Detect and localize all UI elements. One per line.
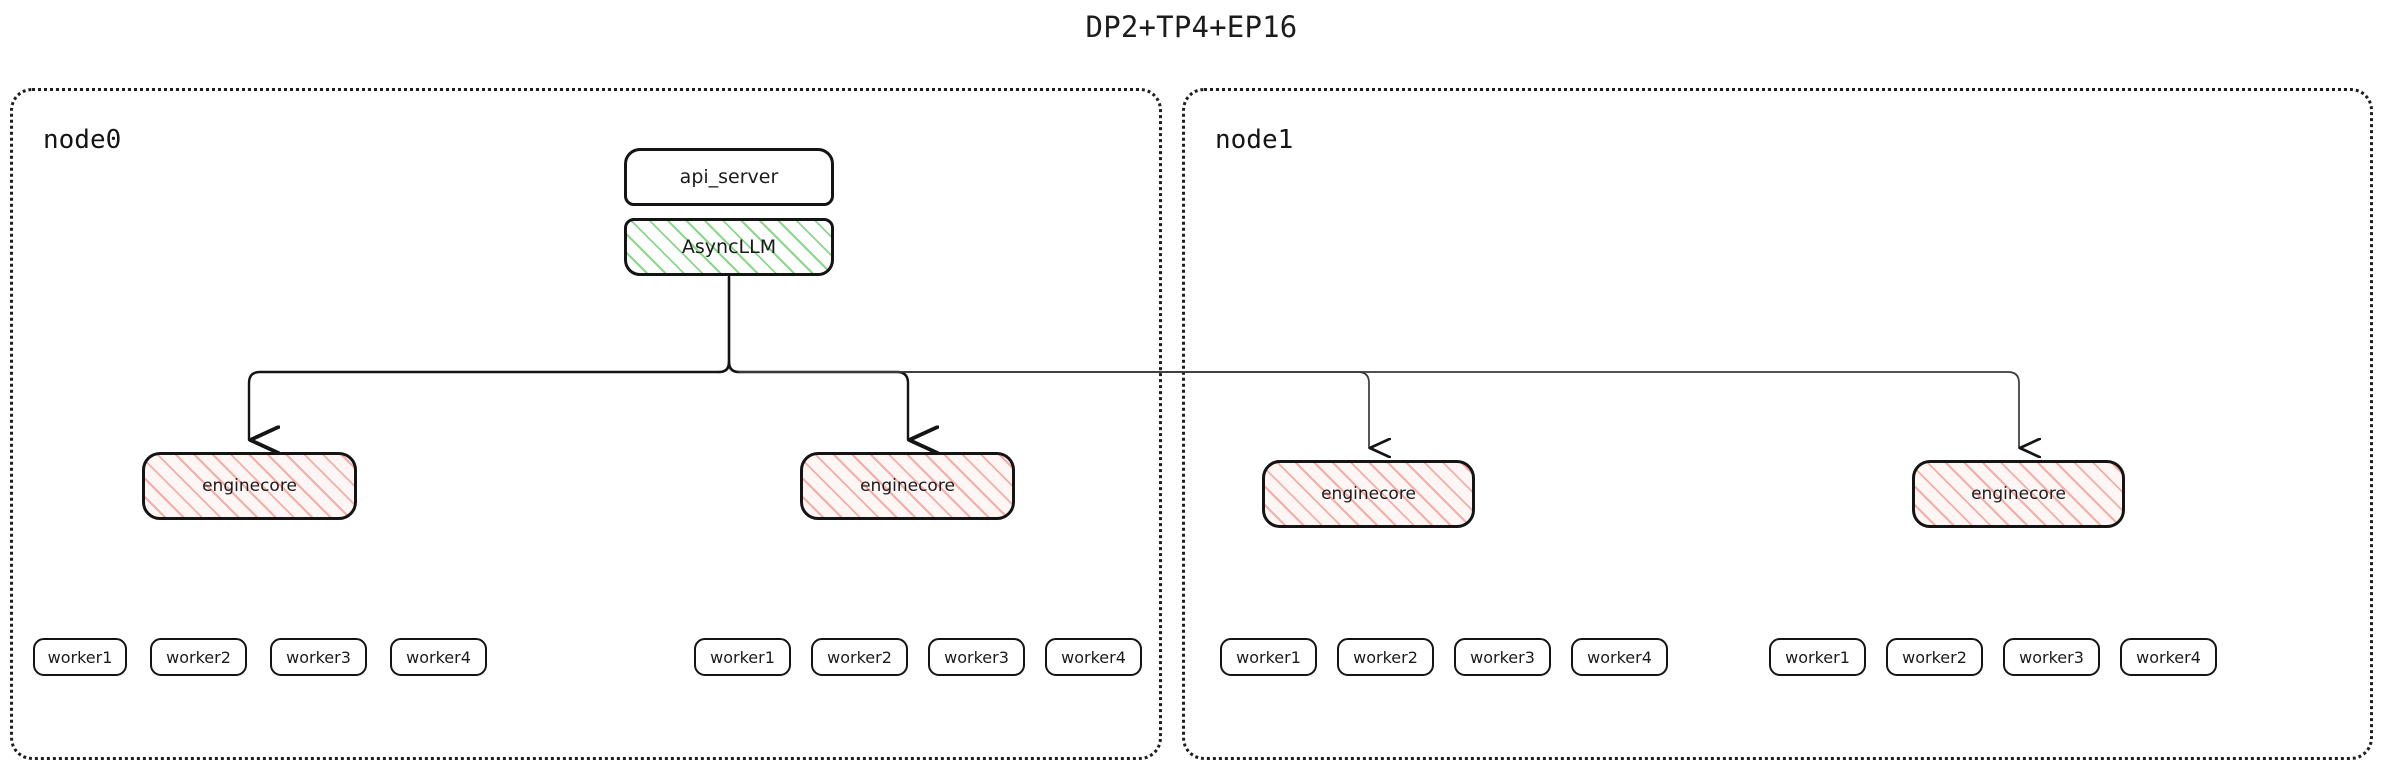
worker-box[interactable]: worker2 [1886, 638, 1983, 676]
worker-label: worker3 [286, 647, 351, 667]
worker-box[interactable]: worker1 [1769, 638, 1866, 676]
enginecore-label: enginecore [202, 476, 297, 496]
worker-box[interactable]: worker3 [1454, 638, 1551, 676]
worker-label: worker2 [1353, 647, 1418, 667]
worker-label: worker2 [1902, 647, 1967, 667]
worker-label: worker1 [1785, 647, 1850, 667]
worker-box[interactable]: worker2 [1337, 638, 1434, 676]
worker-box[interactable]: worker3 [270, 638, 367, 676]
worker-box[interactable]: worker3 [2003, 638, 2100, 676]
node-label-node1: node1 [1215, 125, 1294, 155]
worker-label: worker4 [1061, 647, 1126, 667]
page-title: DP2+TP4+EP16 [1085, 10, 1298, 44]
worker-label: worker3 [2019, 647, 2084, 667]
enginecore-box-node1-0[interactable]: enginecore [1262, 460, 1475, 528]
enginecore-label: enginecore [860, 476, 955, 496]
enginecore-label: enginecore [1321, 484, 1416, 504]
async-llm-label: AsyncLLM [681, 236, 777, 258]
enginecore-label: enginecore [1971, 484, 2066, 504]
worker-label: worker4 [406, 647, 471, 667]
worker-label: worker3 [1470, 647, 1535, 667]
worker-box[interactable]: worker4 [1571, 638, 1668, 676]
worker-label: worker2 [166, 647, 231, 667]
enginecore-box-node0-1[interactable]: enginecore [800, 452, 1015, 520]
api-server-label: api_server [679, 166, 779, 188]
worker-label: worker1 [710, 647, 775, 667]
worker-label: worker1 [1236, 647, 1301, 667]
worker-box[interactable]: worker4 [1045, 638, 1142, 676]
worker-label: worker3 [944, 647, 1009, 667]
worker-box[interactable]: worker1 [1220, 638, 1317, 676]
worker-label: worker1 [47, 647, 113, 667]
worker-box[interactable]: worker3 [928, 638, 1025, 676]
api-server-box[interactable]: api_server [624, 148, 834, 206]
worker-label: worker4 [2136, 647, 2201, 667]
worker-box[interactable]: worker2 [150, 638, 247, 676]
async-llm-box[interactable]: AsyncLLM [624, 218, 834, 276]
enginecore-box-node1-1[interactable]: enginecore [1912, 460, 2125, 528]
worker-box[interactable]: worker4 [390, 638, 487, 676]
worker-label: worker2 [827, 647, 892, 667]
worker-box[interactable]: worker4 [2120, 638, 2217, 676]
worker-box[interactable]: worker1 [33, 638, 127, 676]
enginecore-box-node0-0[interactable]: enginecore [142, 452, 357, 520]
node-label-node0: node0 [43, 125, 122, 155]
worker-box[interactable]: worker1 [694, 638, 791, 676]
worker-box[interactable]: worker2 [811, 638, 908, 676]
worker-label: worker4 [1587, 647, 1652, 667]
